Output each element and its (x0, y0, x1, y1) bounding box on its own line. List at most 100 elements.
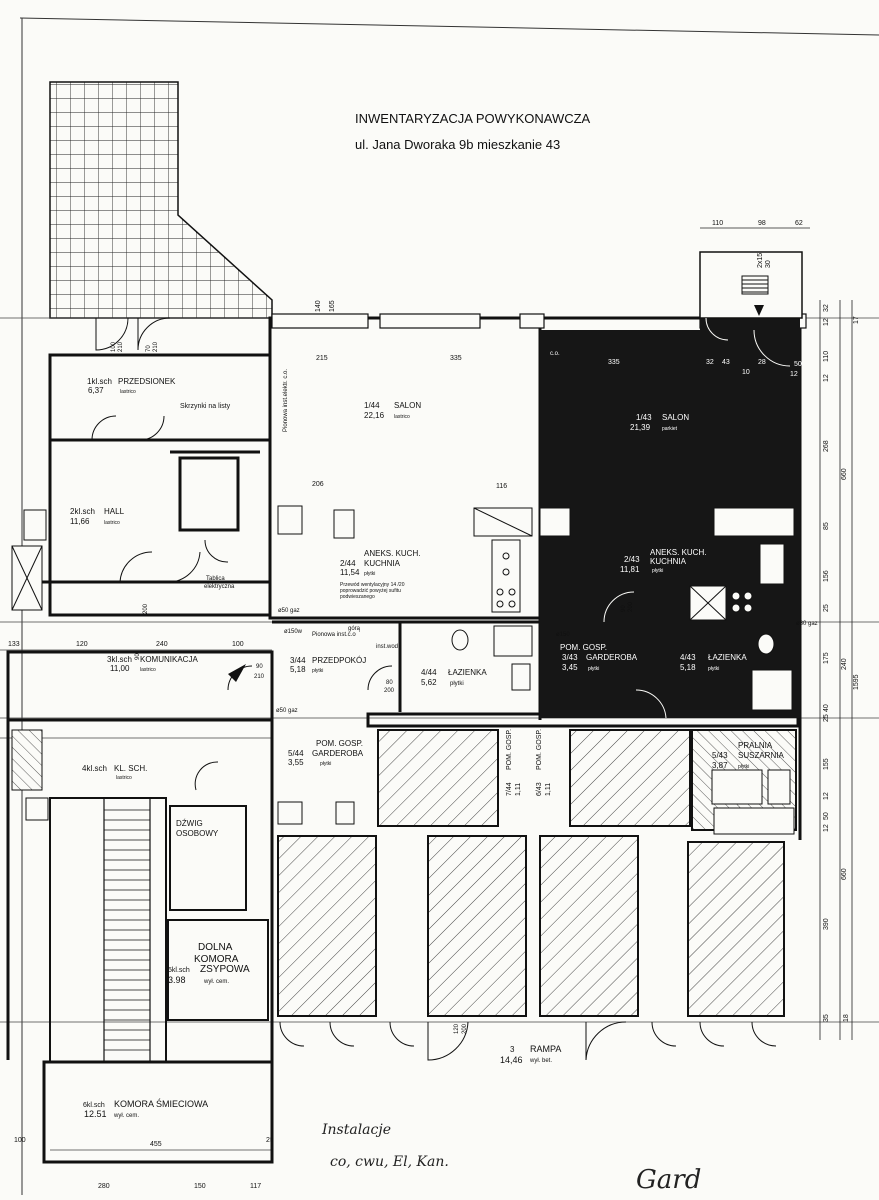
svg-text:parkiet: parkiet (662, 426, 678, 432)
dim-total-label: 17 (853, 316, 860, 324)
svg-text:POM. GOSP.: POM. GOSP. (316, 739, 363, 748)
svg-text:280: 280 (98, 1183, 110, 1190)
svg-text:25: 25 (266, 1137, 274, 1144)
svg-text:100: 100 (232, 641, 244, 648)
svg-text:90: 90 (256, 664, 263, 670)
dim-label: 12 (823, 824, 830, 832)
room-komunikacja: 3kl.sch KOMUNIKACJA 11,00 lastrico (107, 655, 198, 673)
svg-text:1/44: 1/44 (364, 401, 380, 410)
room-komora-zsypowa: DOLNA KOMORA 5kl.sch ZSYPOWA 3.98 wył. c… (168, 942, 250, 985)
svg-text:lastrico: lastrico (116, 775, 132, 781)
svg-text:Pionowa inst.elektr. c.o.: Pionowa inst.elektr. c.o. (283, 369, 289, 432)
svg-text:POM. GOSP.: POM. GOSP. (560, 643, 607, 652)
dim-label: 40 (823, 704, 830, 712)
svg-text:6/43: 6/43 (536, 782, 543, 796)
svg-text:210: 210 (118, 341, 124, 352)
svg-text:11,00: 11,00 (110, 664, 130, 673)
svg-text:30: 30 (765, 260, 772, 268)
dim-total-label: 1595 (853, 674, 860, 690)
svg-text:2kl.sch: 2kl.sch (70, 507, 95, 516)
svg-text:3,55: 3,55 (288, 758, 304, 767)
svg-text:DŹWIG: DŹWIG (176, 819, 203, 828)
svg-text:1,11: 1,11 (545, 783, 552, 796)
room-salon-44: 1/44 SALON 22,16 lastrico (364, 401, 421, 420)
svg-text:200: 200 (143, 603, 149, 614)
dim-label: 50 (823, 812, 830, 820)
entry-arrow-icon (228, 664, 246, 682)
terrace-grid-area (49, 81, 273, 319)
svg-text:12.51: 12.51 (84, 1109, 107, 1119)
svg-text:335: 335 (450, 355, 462, 362)
svg-text:KOMORA ŚMIECIOWA: KOMORA ŚMIECIOWA (114, 1098, 208, 1109)
room-garderoba-44: POM. GOSP. 5/44 GARDEROBA 3,55 płytki (288, 739, 364, 767)
svg-text:górą: górą (348, 626, 361, 632)
svg-text:22,16: 22,16 (364, 411, 385, 420)
svg-text:wył. bet.: wył. bet. (529, 1058, 552, 1064)
handwritten-line1: Instalacje (321, 1122, 391, 1138)
svg-text:ANEKS. KUCH.: ANEKS. KUCH. (364, 549, 420, 558)
svg-text:165: 165 (329, 300, 336, 312)
svg-text:4/43: 4/43 (680, 653, 696, 662)
svg-text:10: 10 (742, 369, 750, 376)
svg-text:3/43: 3/43 (562, 653, 578, 662)
svg-text:43: 43 (722, 359, 730, 366)
svg-text:elektryczna: elektryczna (204, 584, 235, 590)
dim-total-label: 240 (841, 658, 848, 670)
svg-text:133: 133 (8, 641, 20, 648)
title-line2: ul. Jana Dworaka 9b mieszkanie 43 (355, 137, 560, 152)
svg-text:11,66: 11,66 (70, 517, 90, 526)
svg-text:ANEKS. KUCH.: ANEKS. KUCH. (650, 548, 706, 557)
svg-text:KOMORA: KOMORA (194, 954, 239, 965)
svg-text:Przewód wentylacyjny 14 /20: Przewód wentylacyjny 14 /20 (340, 582, 405, 588)
right-dim-lines (700, 227, 853, 1040)
right-vertical-dims: 3212110122688515625175402515512501239035… (823, 304, 860, 1022)
dim-label: 268 (823, 440, 830, 452)
svg-text:200: 200 (462, 1023, 468, 1034)
svg-text:płytki: płytki (320, 761, 331, 767)
svg-text:RAMPA: RAMPA (530, 1044, 561, 1054)
svg-text:POM. GOSP.: POM. GOSP. (536, 729, 543, 770)
room-pralnia-43: PRALNIA 5/43 SUSZARNIA 3,87 płytki (712, 741, 784, 770)
svg-text:200: 200 (628, 601, 634, 612)
svg-text:4kl.sch: 4kl.sch (82, 764, 107, 773)
svg-text:210: 210 (254, 674, 265, 680)
room-dzwig: DŹWIG OSOBOWY (176, 819, 219, 838)
door-swings (91, 317, 791, 1061)
svg-text:12: 12 (790, 371, 798, 378)
svg-text:ø80 gaz: ø80 gaz (796, 621, 818, 627)
room-aneks-43: ANEKS. KUCH. 2/43 KUCHNIA 11,81 płytki (620, 548, 706, 574)
dim-label: 18 (843, 1014, 850, 1022)
svg-text:inst.wod.: inst.wod. (376, 644, 400, 650)
svg-text:4/44: 4/44 (421, 668, 437, 677)
svg-text:DOLNA: DOLNA (198, 942, 233, 953)
svg-text:płytki: płytki (652, 568, 663, 574)
svg-text:wył. cem.: wył. cem. (113, 1113, 139, 1119)
room-lazienka-43: 4/43 ŁAZIENKA 5,18 płytki (680, 653, 747, 672)
svg-text:120: 120 (76, 641, 88, 648)
svg-text:240: 240 (156, 641, 168, 648)
title-line1: INWENTARYZACJA POWYKONAWCZA (355, 111, 591, 126)
svg-text:płytki: płytki (738, 764, 749, 770)
svg-text:c.o.: c.o. (550, 351, 560, 357)
svg-text:1/43: 1/43 (636, 413, 652, 422)
svg-text:3,45: 3,45 (562, 663, 578, 672)
vent-box (699, 251, 803, 319)
svg-text:GARDEROBA: GARDEROBA (312, 749, 364, 758)
dim-label: 12 (823, 792, 830, 800)
svg-text:110: 110 (712, 220, 723, 227)
dim-label: 12 (823, 374, 830, 382)
dim-label: 25 (823, 604, 830, 612)
svg-text:3: 3 (510, 1045, 515, 1054)
svg-text:KL. SCH.: KL. SCH. (114, 764, 147, 773)
dim-total-label: 660 (841, 868, 848, 880)
svg-text:6,37: 6,37 (88, 386, 104, 395)
apartment-43-shaded (540, 318, 800, 718)
svg-text:podwieszanego: podwieszanego (340, 594, 375, 600)
svg-text:200: 200 (384, 688, 395, 694)
staircase (49, 797, 269, 1063)
handwritten-note: Instalacje co, cwu, El, Kan. Gard (321, 1122, 701, 1195)
svg-text:21,39: 21,39 (630, 423, 651, 432)
room-przedpokoj-44: 3/44 PRZEDPOKÓJ 5,18 płytki (290, 656, 366, 674)
svg-text:215: 215 (316, 355, 328, 362)
room-aneks-44: ANEKS. KUCH. 2/44 KUCHNIA 11,54 płytki P… (340, 549, 420, 600)
